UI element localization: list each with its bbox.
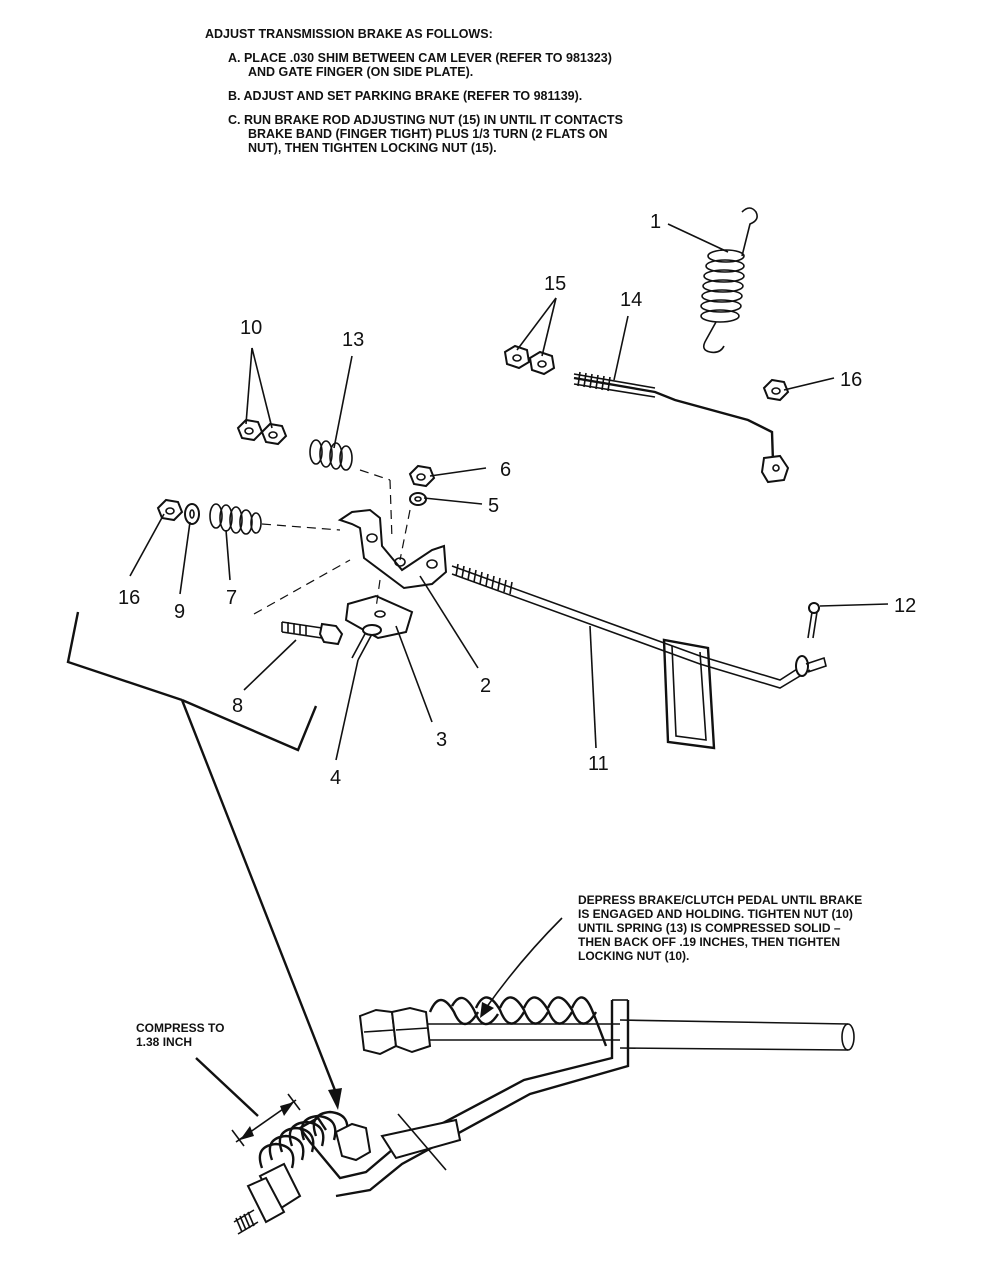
instructions-heading: ADJUST TRANSMISSION BRAKE AS FOLLOWS:: [205, 27, 493, 41]
nut-part-16-upper: [762, 378, 790, 402]
callout-15: 15: [544, 273, 566, 295]
callout-13: 13: [342, 329, 364, 351]
nut-part-6: [408, 464, 436, 488]
cam-lever-part-2: [337, 508, 448, 590]
washer-part-5: [409, 492, 427, 506]
detail-note-line-5: LOCKING NUT (10).: [578, 949, 689, 963]
shim-plate-part-3: [344, 594, 414, 640]
callout-6: 6: [500, 459, 511, 481]
callout-16-lower: 16: [118, 587, 140, 609]
callout-4: 4: [330, 767, 341, 789]
washer-part-9: [184, 503, 200, 525]
detail-note-line-1: DEPRESS BRAKE/CLUTCH PEDAL UNTIL BRAKE: [578, 893, 862, 907]
callout-8: 8: [232, 695, 243, 717]
detail-lever-assembly: [233, 996, 855, 1235]
callout-numbers: 1 2 3 4 5 6 7 8 9 10 11 12 13 14 15 16 1…: [118, 211, 916, 789]
alignment-lines: [253, 469, 411, 615]
long-rod-part-11: [451, 563, 827, 750]
callout-11: 11: [588, 753, 609, 775]
detail-note-line-3: UNTIL SPRING (13) IS COMPRESSED SOLID –: [578, 921, 841, 935]
nuts-part-10: [236, 418, 288, 446]
cotter-pin-part-12: [807, 602, 820, 639]
detail-bracket: [66, 611, 342, 1110]
callout-12: 12: [894, 595, 916, 617]
adjusting-nuts-part-15: [503, 344, 556, 376]
spring-part-13: [309, 439, 353, 471]
callout-9: 9: [174, 601, 185, 623]
compress-note-line-2: 1.38 INCH: [136, 1035, 192, 1049]
brake-rod-part-14: [573, 371, 790, 484]
step-c-line-3: NUT), THEN TIGHTEN LOCKING NUT (15).: [248, 141, 497, 155]
instructions-block: ADJUST TRANSMISSION BRAKE AS FOLLOWS: A.…: [205, 27, 623, 155]
callout-16-upper: 16: [840, 369, 862, 391]
detail-note-arrow: [480, 917, 563, 1018]
detail-note-block: DEPRESS BRAKE/CLUTCH PEDAL UNTIL BRAKE I…: [578, 893, 862, 963]
screw-part-4: [351, 624, 382, 661]
callout-14: 14: [620, 289, 642, 311]
detail-note-line-2: IS ENGAGED AND HOLDING. TIGHTEN NUT (10): [578, 907, 853, 921]
compress-note-line-1: COMPRESS TO: [136, 1021, 224, 1035]
compress-dimension: [195, 1057, 301, 1147]
callout-3: 3: [436, 729, 447, 751]
callout-2: 2: [480, 675, 491, 697]
bolt-part-8: [281, 621, 344, 646]
spring-part-1: [700, 207, 758, 354]
step-c-line-2: BRAKE BAND (FINGER TIGHT) PLUS 1/3 TURN …: [248, 127, 608, 141]
step-a-line-2: AND GATE FINGER (ON SIDE PLATE).: [248, 65, 473, 79]
compress-note-block: COMPRESS TO 1.38 INCH: [136, 1021, 224, 1049]
callout-5: 5: [488, 495, 499, 517]
callout-10: 10: [240, 317, 262, 339]
callout-7: 7: [226, 587, 237, 609]
step-a-line-1: A. PLACE .030 SHIM BETWEEN CAM LEVER (RE…: [228, 51, 612, 65]
detail-note-line-4: THEN BACK OFF .19 INCHES, THEN TIGHTEN: [578, 935, 840, 949]
callout-1: 1: [650, 211, 661, 233]
step-b-line-1: B. ADJUST AND SET PARKING BRAKE (REFER T…: [228, 89, 582, 103]
spring-part-7: [209, 503, 262, 535]
step-c-line-1: C. RUN BRAKE ROD ADJUSTING NUT (15) IN U…: [228, 113, 623, 127]
leader-lines: [129, 223, 889, 761]
